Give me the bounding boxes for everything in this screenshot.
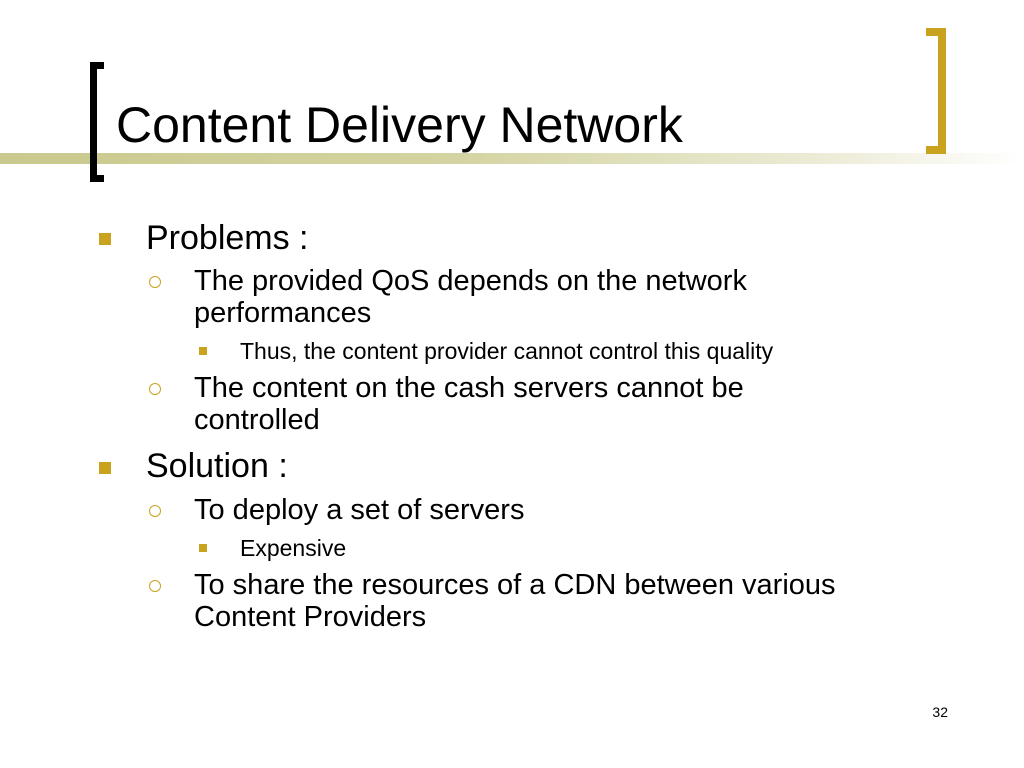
left-bracket-decoration: [90, 62, 104, 182]
right-bracket-decoration: [926, 28, 946, 154]
sub-bullet-share-resources: To share the resources of a CDN between …: [194, 569, 836, 633]
circle-bullet-icon: [149, 580, 161, 592]
sub-sub-bullet-expensive: Expensive: [240, 535, 347, 561]
title-underline-band: [0, 153, 1024, 164]
bullet-problems: Problems :: [146, 219, 309, 257]
circle-bullet-icon: [149, 505, 161, 517]
sub-sub-bullet-quality: Thus, the content provider cannot contro…: [240, 338, 774, 364]
slide-number: 32: [932, 704, 948, 720]
square-bullet-icon: [99, 462, 111, 474]
square-bullet-icon: [99, 233, 111, 245]
circle-bullet-icon: [149, 383, 161, 395]
bullet-solution: Solution :: [146, 447, 288, 485]
sub-bullet-cash-servers: The content on the cash servers cannot b…: [194, 372, 744, 436]
circle-bullet-icon: [149, 276, 161, 288]
slide-title: Content Delivery Network: [116, 97, 683, 153]
square-bullet-icon: [199, 347, 207, 355]
square-bullet-icon: [199, 544, 207, 552]
sub-bullet-deploy: To deploy a set of servers: [194, 494, 525, 526]
sub-bullet-qos: The provided QoS depends on the network …: [194, 265, 747, 329]
